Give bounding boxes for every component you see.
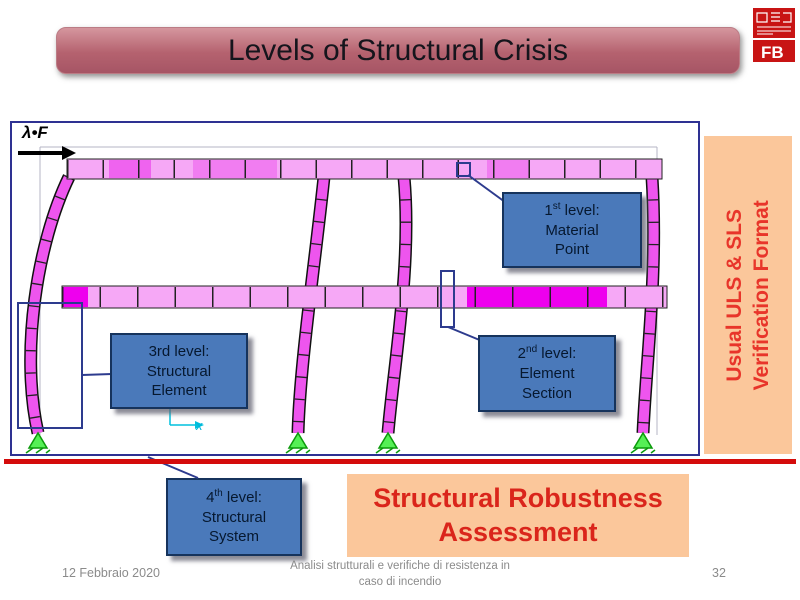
- callout-level-4-line2: Structural: [201, 508, 267, 526]
- callout-level-3-title: 3rd level:: [148, 342, 210, 360]
- callout-level-2-line3: Section: [521, 384, 573, 402]
- callout-level-2: 2nd level: Element Section: [478, 335, 616, 412]
- callout-connectors: [81, 174, 506, 376]
- footer-caption: Analisi strutturali e verifiche di resis…: [240, 559, 560, 590]
- frame-columns: [24, 174, 661, 435]
- uls-sls-line2: Verification Format: [750, 199, 773, 391]
- mid-beam: [61, 285, 668, 309]
- slide-title-banner: Levels of Structural Crisis: [56, 27, 740, 74]
- footer-caption-line1: Analisi strutturali e verifiche di resis…: [290, 560, 510, 572]
- footer-caption-line2: caso di incendio: [358, 575, 442, 588]
- assessment-box: Structural Robustness Assessment: [347, 474, 689, 557]
- seal-logo: FB: [753, 8, 795, 62]
- material-point-marker: [456, 162, 471, 177]
- callout-level-4-line3: System: [208, 528, 259, 546]
- structural-element-marker: [17, 302, 83, 429]
- callout-level-3-line3: Element: [151, 382, 207, 400]
- callout-level-1-line2: Material: [545, 221, 599, 239]
- seal-text: FB: [761, 43, 784, 62]
- callout-level-3: 3rd level: Structural Element: [110, 333, 248, 409]
- callout-level-2-title: 2nd level:: [517, 344, 577, 363]
- element-section-marker: [440, 270, 455, 328]
- callout-level-2-line2: Element: [519, 365, 575, 383]
- uls-sls-line1: Usual ULS & SLS: [722, 208, 746, 382]
- axis-x-label: x: [196, 418, 203, 433]
- load-label: λ•F: [22, 123, 48, 142]
- top-beam: [66, 158, 663, 180]
- callout-level-1-line3: Point: [554, 241, 590, 259]
- footer-page-number: 32: [712, 566, 726, 580]
- callout-level-1-title: 1st level:: [544, 200, 600, 219]
- uls-sls-banner-text: Usual ULS & SLS Verification Format: [721, 200, 776, 390]
- seal-pattern-icon: [756, 12, 792, 35]
- uls-sls-banner: Usual ULS & SLS Verification Format: [704, 136, 792, 454]
- load-arrow-icon: [18, 146, 76, 160]
- assessment-line1: Structural Robustness: [373, 482, 663, 513]
- callout-level-1: 1st level: Material Point: [502, 192, 642, 268]
- assessment-line2: Assessment: [438, 516, 598, 547]
- support-icons: [25, 431, 656, 454]
- footer-date: 12 Febbraio 2020: [62, 566, 160, 580]
- callout-level-3-line2: Structural: [146, 362, 212, 380]
- page-title: Levels of Structural Crisis: [227, 33, 569, 67]
- frame-diagram: [17, 146, 668, 454]
- red-separator-line: [4, 459, 796, 464]
- callout-level-4: 4th level: Structural System: [166, 478, 302, 556]
- callout-level-4-title: 4th level:: [206, 487, 262, 506]
